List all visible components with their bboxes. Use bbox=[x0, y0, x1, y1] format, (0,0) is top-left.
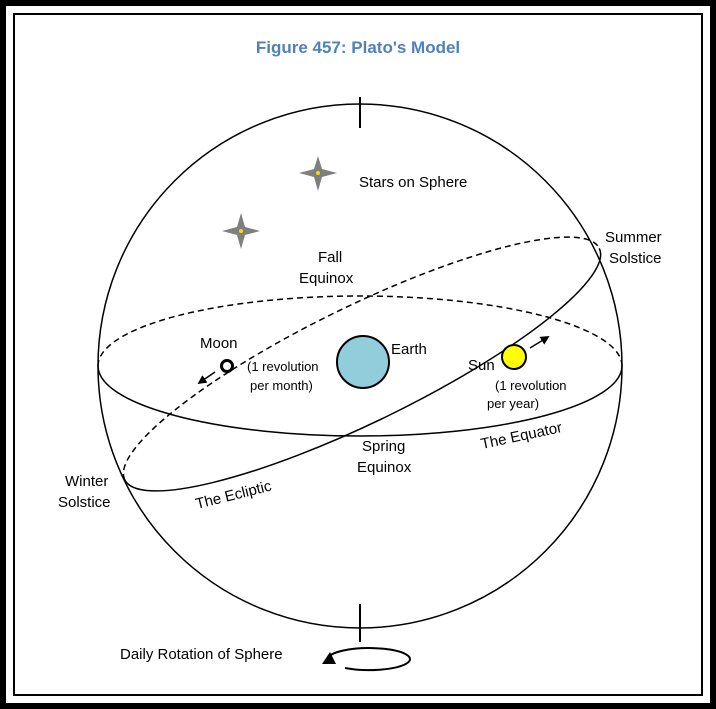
moon-icon bbox=[220, 359, 234, 373]
daily-rotation-label: Daily Rotation of Sphere bbox=[120, 646, 283, 663]
moon-revolution-label-1: (1 revolution bbox=[247, 359, 319, 374]
fall-equinox-label-2: Equinox bbox=[299, 270, 354, 287]
inner-frame bbox=[13, 13, 703, 696]
sun-direction-arrow bbox=[529, 336, 550, 349]
ecliptic-back bbox=[122, 236, 600, 481]
rotation-arrow-head-icon bbox=[322, 652, 336, 664]
sun-label: Sun bbox=[468, 357, 495, 374]
equator-back bbox=[97, 295, 623, 367]
ecliptic-front bbox=[124, 247, 602, 492]
moon-revolution-label-2: per month) bbox=[250, 378, 313, 393]
star-icon bbox=[222, 213, 260, 249]
moon-direction-arrow bbox=[197, 371, 216, 385]
winter-solstice-label-1: Winter bbox=[65, 473, 108, 490]
summer-solstice-label-1: Summer bbox=[605, 229, 662, 246]
earth-label: Earth bbox=[391, 341, 427, 358]
stars-label: Stars on Sphere bbox=[359, 174, 467, 191]
winter-solstice-label-2: Solstice bbox=[58, 494, 111, 511]
summer-solstice-label-2: Solstice bbox=[609, 250, 662, 267]
rotation-arrow bbox=[327, 647, 411, 672]
fall-equinox-label-1: Fall bbox=[318, 249, 342, 266]
spring-equinox-label-1: Spring bbox=[362, 438, 405, 455]
sun-icon bbox=[501, 344, 527, 370]
ecliptic-label: The Ecliptic bbox=[194, 478, 274, 513]
figure-title: Figure 457: Plato's Model bbox=[256, 38, 460, 57]
earth-icon bbox=[336, 335, 390, 389]
equator-label: The Equator bbox=[479, 419, 563, 453]
equator-front bbox=[97, 365, 623, 437]
moon-label: Moon bbox=[200, 335, 238, 352]
sun-revolution-label-1: (1 revolution bbox=[495, 378, 567, 393]
star-icon bbox=[299, 156, 337, 191]
spring-equinox-label-2: Equinox bbox=[357, 459, 412, 476]
sun-revolution-label-2: per year) bbox=[487, 396, 539, 411]
